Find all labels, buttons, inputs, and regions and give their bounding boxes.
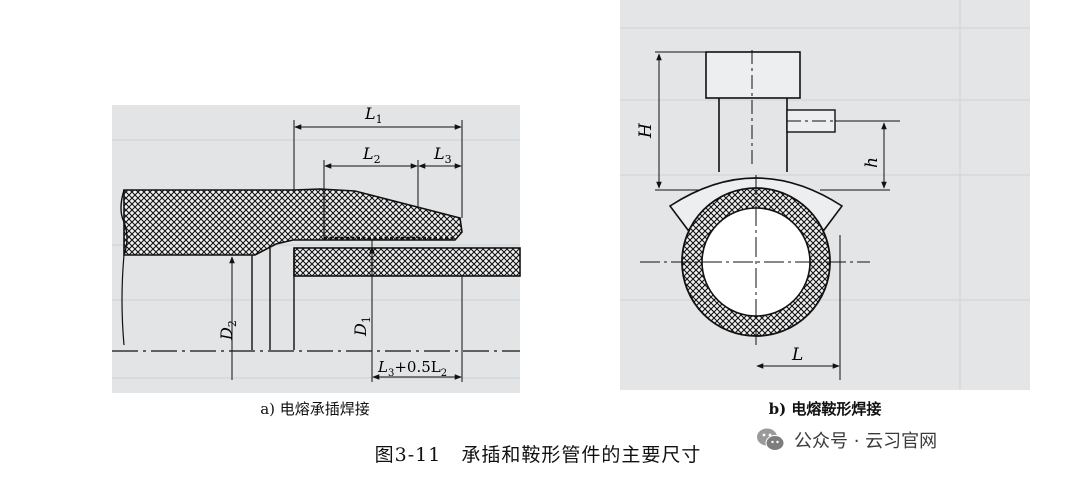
figure-title: 图3-11 承插和鞍形管件的主要尺寸 <box>374 444 702 466</box>
watermark-text: 公众号 · 云习官网 <box>794 431 938 452</box>
panel-b-bg-texture <box>620 0 1030 390</box>
label-L3-05L2: L3+0.5L2 <box>377 358 447 379</box>
label-H: H <box>636 122 656 139</box>
caption-panel-b: b) 电熔鞍形焊接 <box>768 400 882 418</box>
panel-b: H h L <box>620 0 1030 390</box>
label-L2: L2 <box>362 144 381 166</box>
panel-a: L1 L2 L3 L3+0.5L2 D2 D1 <box>112 104 521 393</box>
label-D2: D2 <box>217 320 239 341</box>
pipe-wall <box>293 247 521 277</box>
panel-b-paper <box>620 0 1030 390</box>
label-L1: L1 <box>364 104 383 126</box>
label-D1: D1 <box>351 316 373 337</box>
label-L3: L3 <box>433 144 452 166</box>
saddle-cap <box>705 51 801 99</box>
label-L: L <box>791 345 803 365</box>
break-line-left <box>120 189 128 256</box>
wechat-icon <box>757 428 785 451</box>
break-line-left-lower <box>121 254 125 346</box>
watermark: 公众号 · 云习官网 <box>756 425 937 455</box>
caption-panel-a: a) 电熔承插焊接 <box>260 400 370 418</box>
label-h: h <box>862 157 882 168</box>
socket-fitting <box>123 188 463 256</box>
